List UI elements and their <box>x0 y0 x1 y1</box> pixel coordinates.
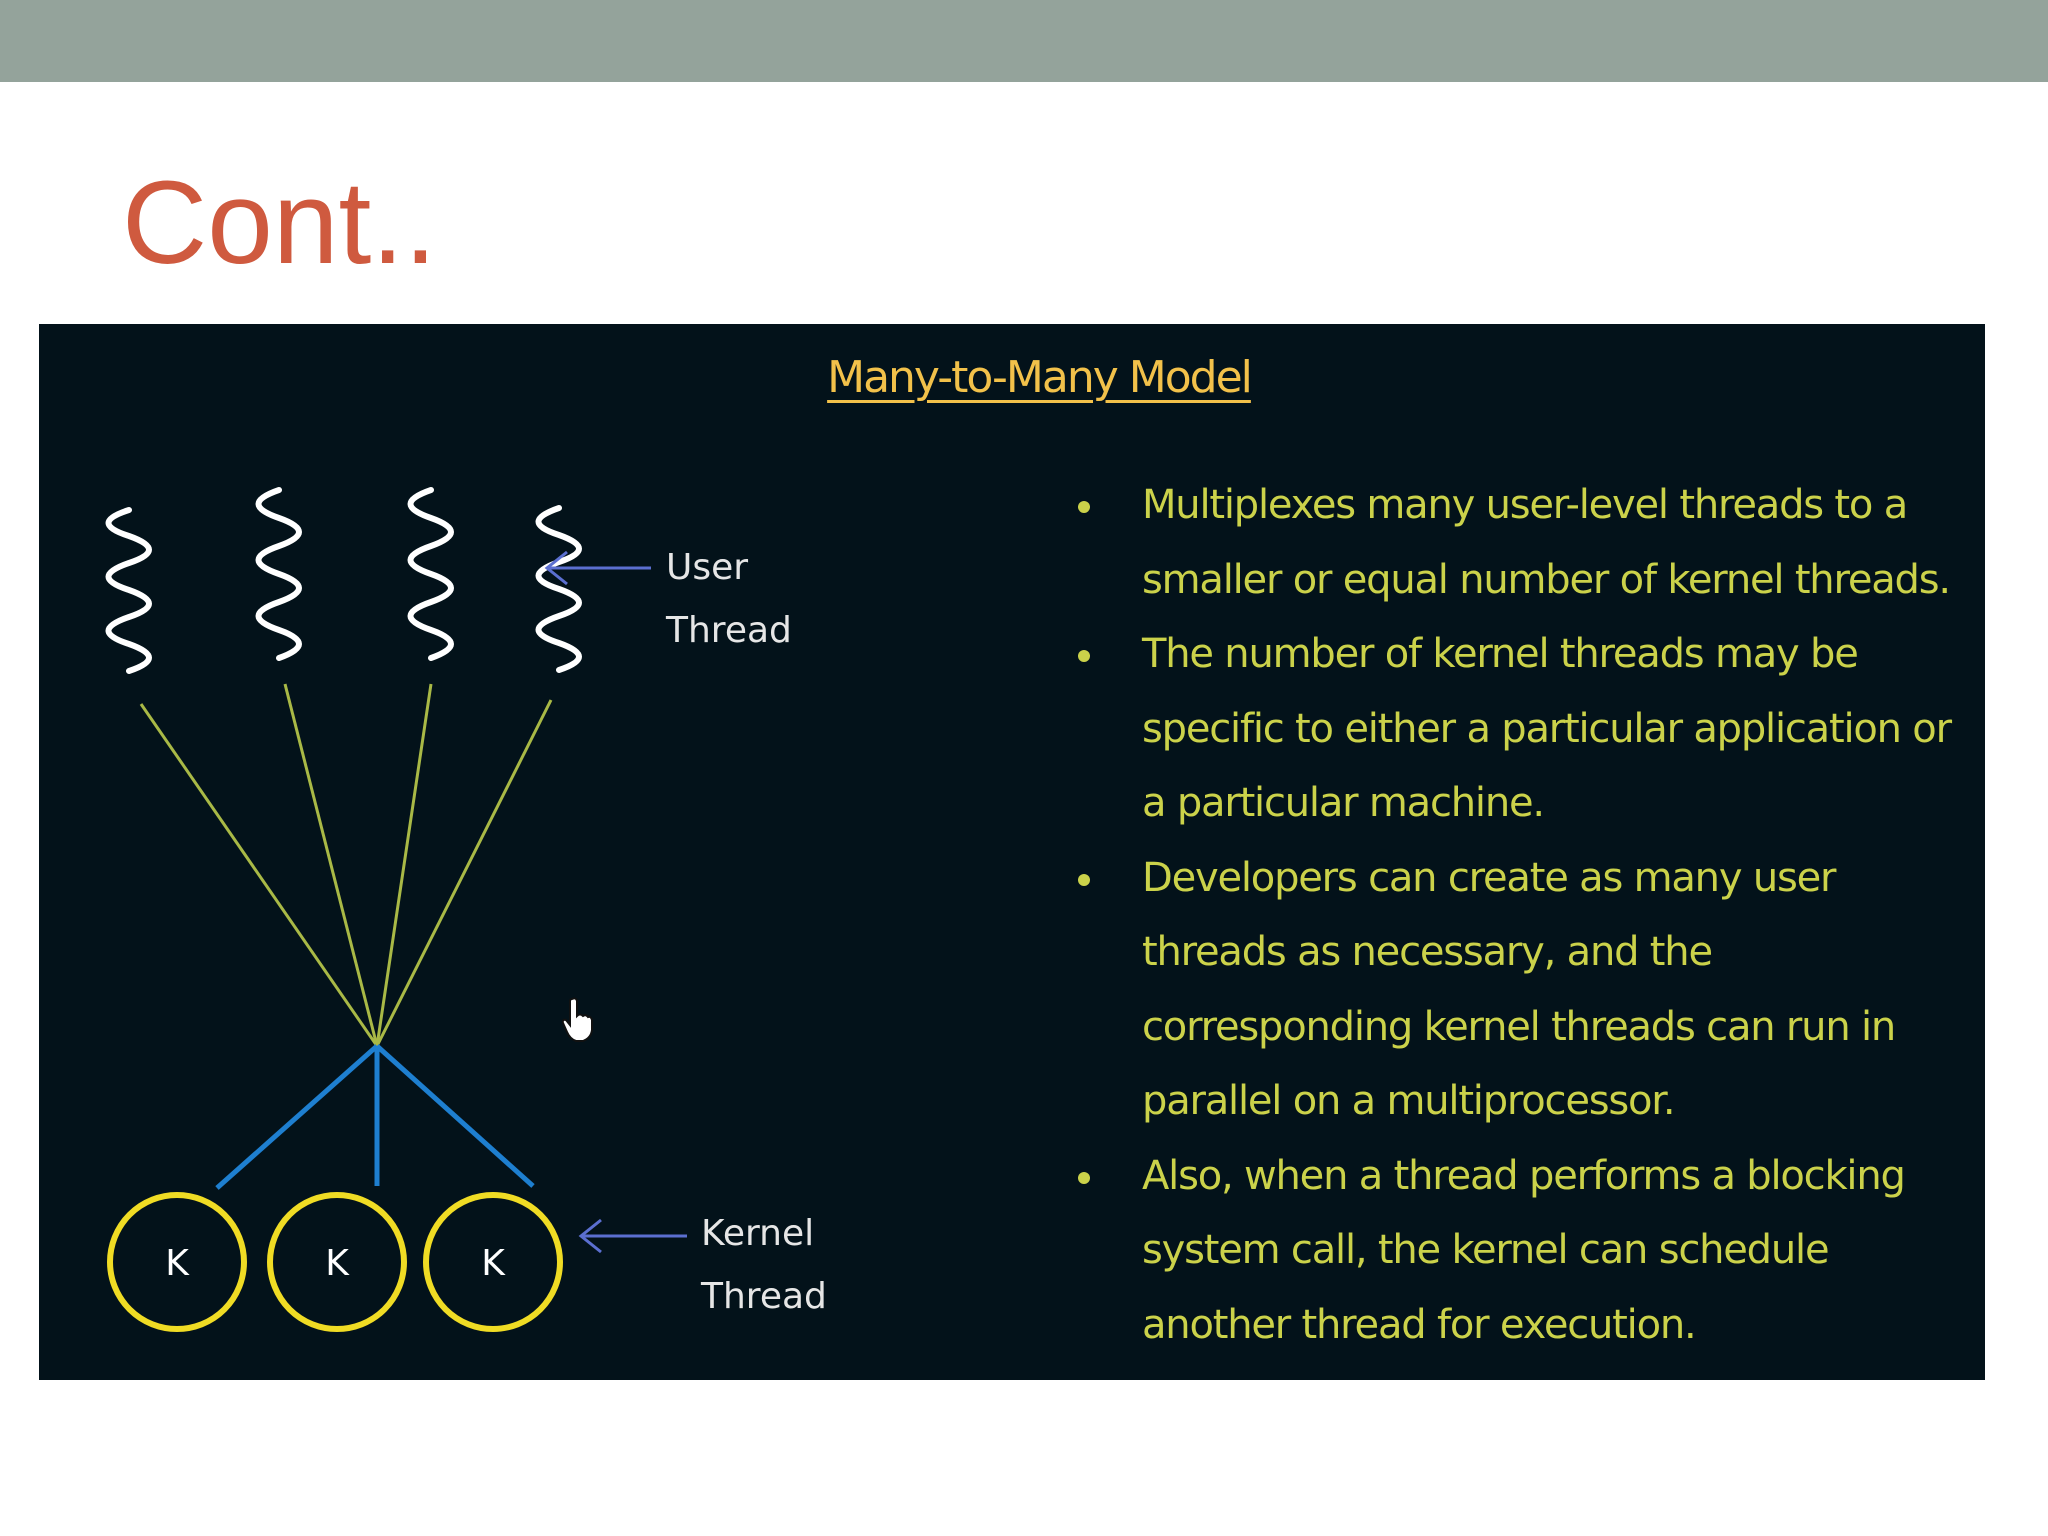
user-thread-label-line1: User <box>666 547 749 588</box>
user-thread-arrow-icon <box>544 550 651 586</box>
kernel-node-2-label: K <box>325 1243 350 1284</box>
bullet-item: Multiplexes many user-level threads to a… <box>1054 468 1974 617</box>
user-link-line-2 <box>283 683 379 1047</box>
user-thread-squiggle-2 <box>255 487 302 661</box>
bullet-text: The number of kernel threads may be spec… <box>1142 631 1952 826</box>
kernel-link-line-3 <box>375 1044 535 1188</box>
bullet-text: Multiplexes many user-level threads to a… <box>1142 482 1951 603</box>
bullet-item: Developers can create as many user threa… <box>1054 841 1974 1139</box>
user-thread-label: User Thread <box>666 536 792 662</box>
user-link-line-3 <box>375 683 433 1047</box>
panel-title: Many-to-Many Model <box>827 352 1253 403</box>
kernel-node-1: K <box>107 1192 247 1332</box>
kernel-node-1-label: K <box>165 1243 190 1284</box>
kernel-node-2: K <box>267 1192 407 1332</box>
bullet-text: Developers can create as many user threa… <box>1142 854 1896 1125</box>
user-thread-squiggle-1 <box>105 507 152 674</box>
user-thread-squiggle-4 <box>535 505 582 673</box>
bullet-list: Multiplexes many user-level threads to a… <box>1054 468 1974 1362</box>
user-link-line-4 <box>375 699 553 1047</box>
kernel-link-line-1 <box>215 1044 379 1190</box>
user-link-line-1 <box>139 703 379 1047</box>
kernel-thread-label-line1: Kernel <box>701 1213 815 1254</box>
bullet-dot-icon <box>1078 1171 1090 1184</box>
bullet-text: Also, when a thread performs a blocking … <box>1142 1152 1906 1348</box>
bullet-item: Also, when a thread performs a blocking … <box>1054 1139 1974 1363</box>
kernel-node-3-label: K <box>481 1243 506 1284</box>
kernel-node-3: K <box>423 1192 563 1332</box>
bullet-dot-icon <box>1078 501 1090 513</box>
kernel-thread-arrow-icon <box>578 1218 687 1254</box>
kernel-thread-label-line2: Thread <box>701 1276 827 1317</box>
bullet-dot-icon <box>1078 873 1090 886</box>
hand-pointer-icon <box>561 997 593 1042</box>
top-band <box>0 0 2048 82</box>
bullet-dot-icon <box>1078 650 1090 662</box>
thread-model-diagram: K K K <box>105 487 687 1332</box>
bullet-item: The number of kernel threads may be spec… <box>1054 617 1974 841</box>
diagram-panel: Many-to-Many Model K K <box>39 324 1985 1380</box>
kernel-thread-label: Kernel Thread <box>701 1202 827 1328</box>
slide-title: Cont.. <box>122 157 437 289</box>
user-thread-squiggle-3 <box>407 487 454 661</box>
user-thread-label-line2: Thread <box>666 610 792 651</box>
